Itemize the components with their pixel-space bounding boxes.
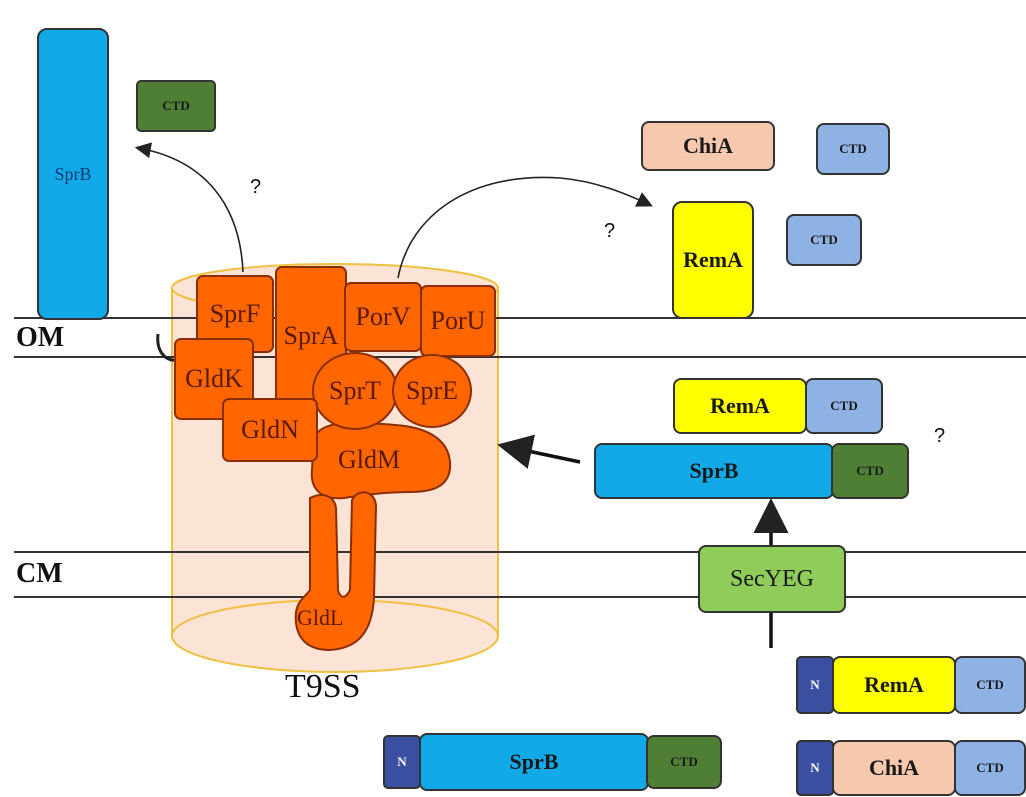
chia-released: ChiA: [641, 121, 775, 171]
porv-label: PorV: [355, 302, 411, 331]
sprb-cytoplasm-label: SprB: [509, 749, 559, 774]
n-chia: N: [796, 740, 834, 796]
ctd-rema-periplasm-label: CTD: [830, 398, 858, 413]
secyeg-label: SecYEG: [730, 565, 814, 592]
n-chia-label: N: [810, 760, 820, 775]
rema-periplasm: RemA: [673, 378, 807, 434]
poru-label: PorU: [430, 306, 486, 335]
gldm-shape: [310, 421, 452, 500]
question-mark-surface: ?: [250, 176, 262, 198]
ctd-sprb-cytoplasm: CTD: [646, 735, 722, 789]
sprt-protein: SprT: [312, 352, 398, 430]
spre-label: SprE: [406, 376, 458, 405]
ctd-top-left: CTD: [136, 80, 216, 132]
gldk-label: GldK: [185, 364, 243, 393]
ctd-chia-cytoplasm-label: CTD: [976, 760, 1004, 775]
gldm-label: GldM: [338, 445, 401, 474]
question-mark-periplasm: ?: [934, 425, 946, 447]
ctd-sprb-cytoplasm-label: CTD: [670, 754, 698, 769]
rema-released: RemA: [672, 201, 754, 319]
ctd-chia-cytoplasm: CTD: [954, 740, 1026, 796]
n-rema: N: [796, 656, 834, 714]
ctd-chia-released: CTD: [816, 123, 890, 175]
ctd-rema-cytoplasm-label: CTD: [976, 677, 1004, 692]
om-label: OM: [16, 322, 65, 353]
sprf-label: SprF: [209, 299, 261, 328]
ctd-chia-released-label: CTD: [839, 141, 867, 156]
arrow-to-chia-rema: [397, 176, 653, 279]
rema-cytoplasm-label: RemA: [864, 672, 924, 697]
n-sprb-label: N: [397, 754, 407, 769]
ctd-top-left-label: CTD: [162, 98, 190, 113]
chia-cytoplasm: ChiA: [832, 740, 956, 796]
n-rema-label: N: [810, 677, 820, 692]
sprb-cytoplasm: SprB: [419, 733, 649, 791]
n-sprb: N: [383, 735, 421, 789]
gldl-shape: [294, 491, 378, 652]
sprt-label: SprT: [329, 376, 381, 405]
porv-protein: PorV: [344, 282, 422, 352]
gldn-protein: GldN: [222, 398, 318, 462]
gldl-label: GldL: [297, 605, 344, 630]
arrow-into-t9ss: [497, 434, 581, 469]
poru-protein: PorU: [420, 285, 496, 357]
ctd-rema-cytoplasm: CTD: [954, 656, 1026, 714]
chia-cytoplasm-label: ChiA: [868, 755, 920, 780]
chia-released-label: ChiA: [682, 133, 734, 158]
sprb-periplasm: SprB: [594, 443, 834, 499]
gldn-label: GldN: [241, 415, 299, 444]
sprb-periplasm-label: SprB: [689, 458, 739, 483]
t9ss-label: T9SS: [285, 668, 361, 705]
cm-label: CM: [16, 558, 63, 589]
arrow-to-sprb-surface: [134, 142, 244, 273]
question-mark-released: ?: [604, 220, 616, 242]
ctd-rema-periplasm: CTD: [805, 378, 883, 434]
spra-label: SprA: [283, 321, 339, 350]
sprb-surface: SprB: [37, 28, 109, 320]
rema-periplasm-label: RemA: [710, 393, 770, 418]
ctd-sprb-periplasm-label: CTD: [856, 463, 884, 478]
ctd-sprb-periplasm: CTD: [831, 443, 909, 499]
rema-cytoplasm: RemA: [832, 656, 956, 714]
ctd-rema-released-label: CTD: [810, 232, 838, 247]
secyeg-translocon: SecYEG: [698, 545, 846, 613]
ctd-rema-released: CTD: [786, 214, 862, 266]
spre-protein: SprE: [392, 354, 472, 428]
rema-released-label: RemA: [683, 247, 743, 272]
sprb-surface-label: SprB: [54, 163, 92, 184]
